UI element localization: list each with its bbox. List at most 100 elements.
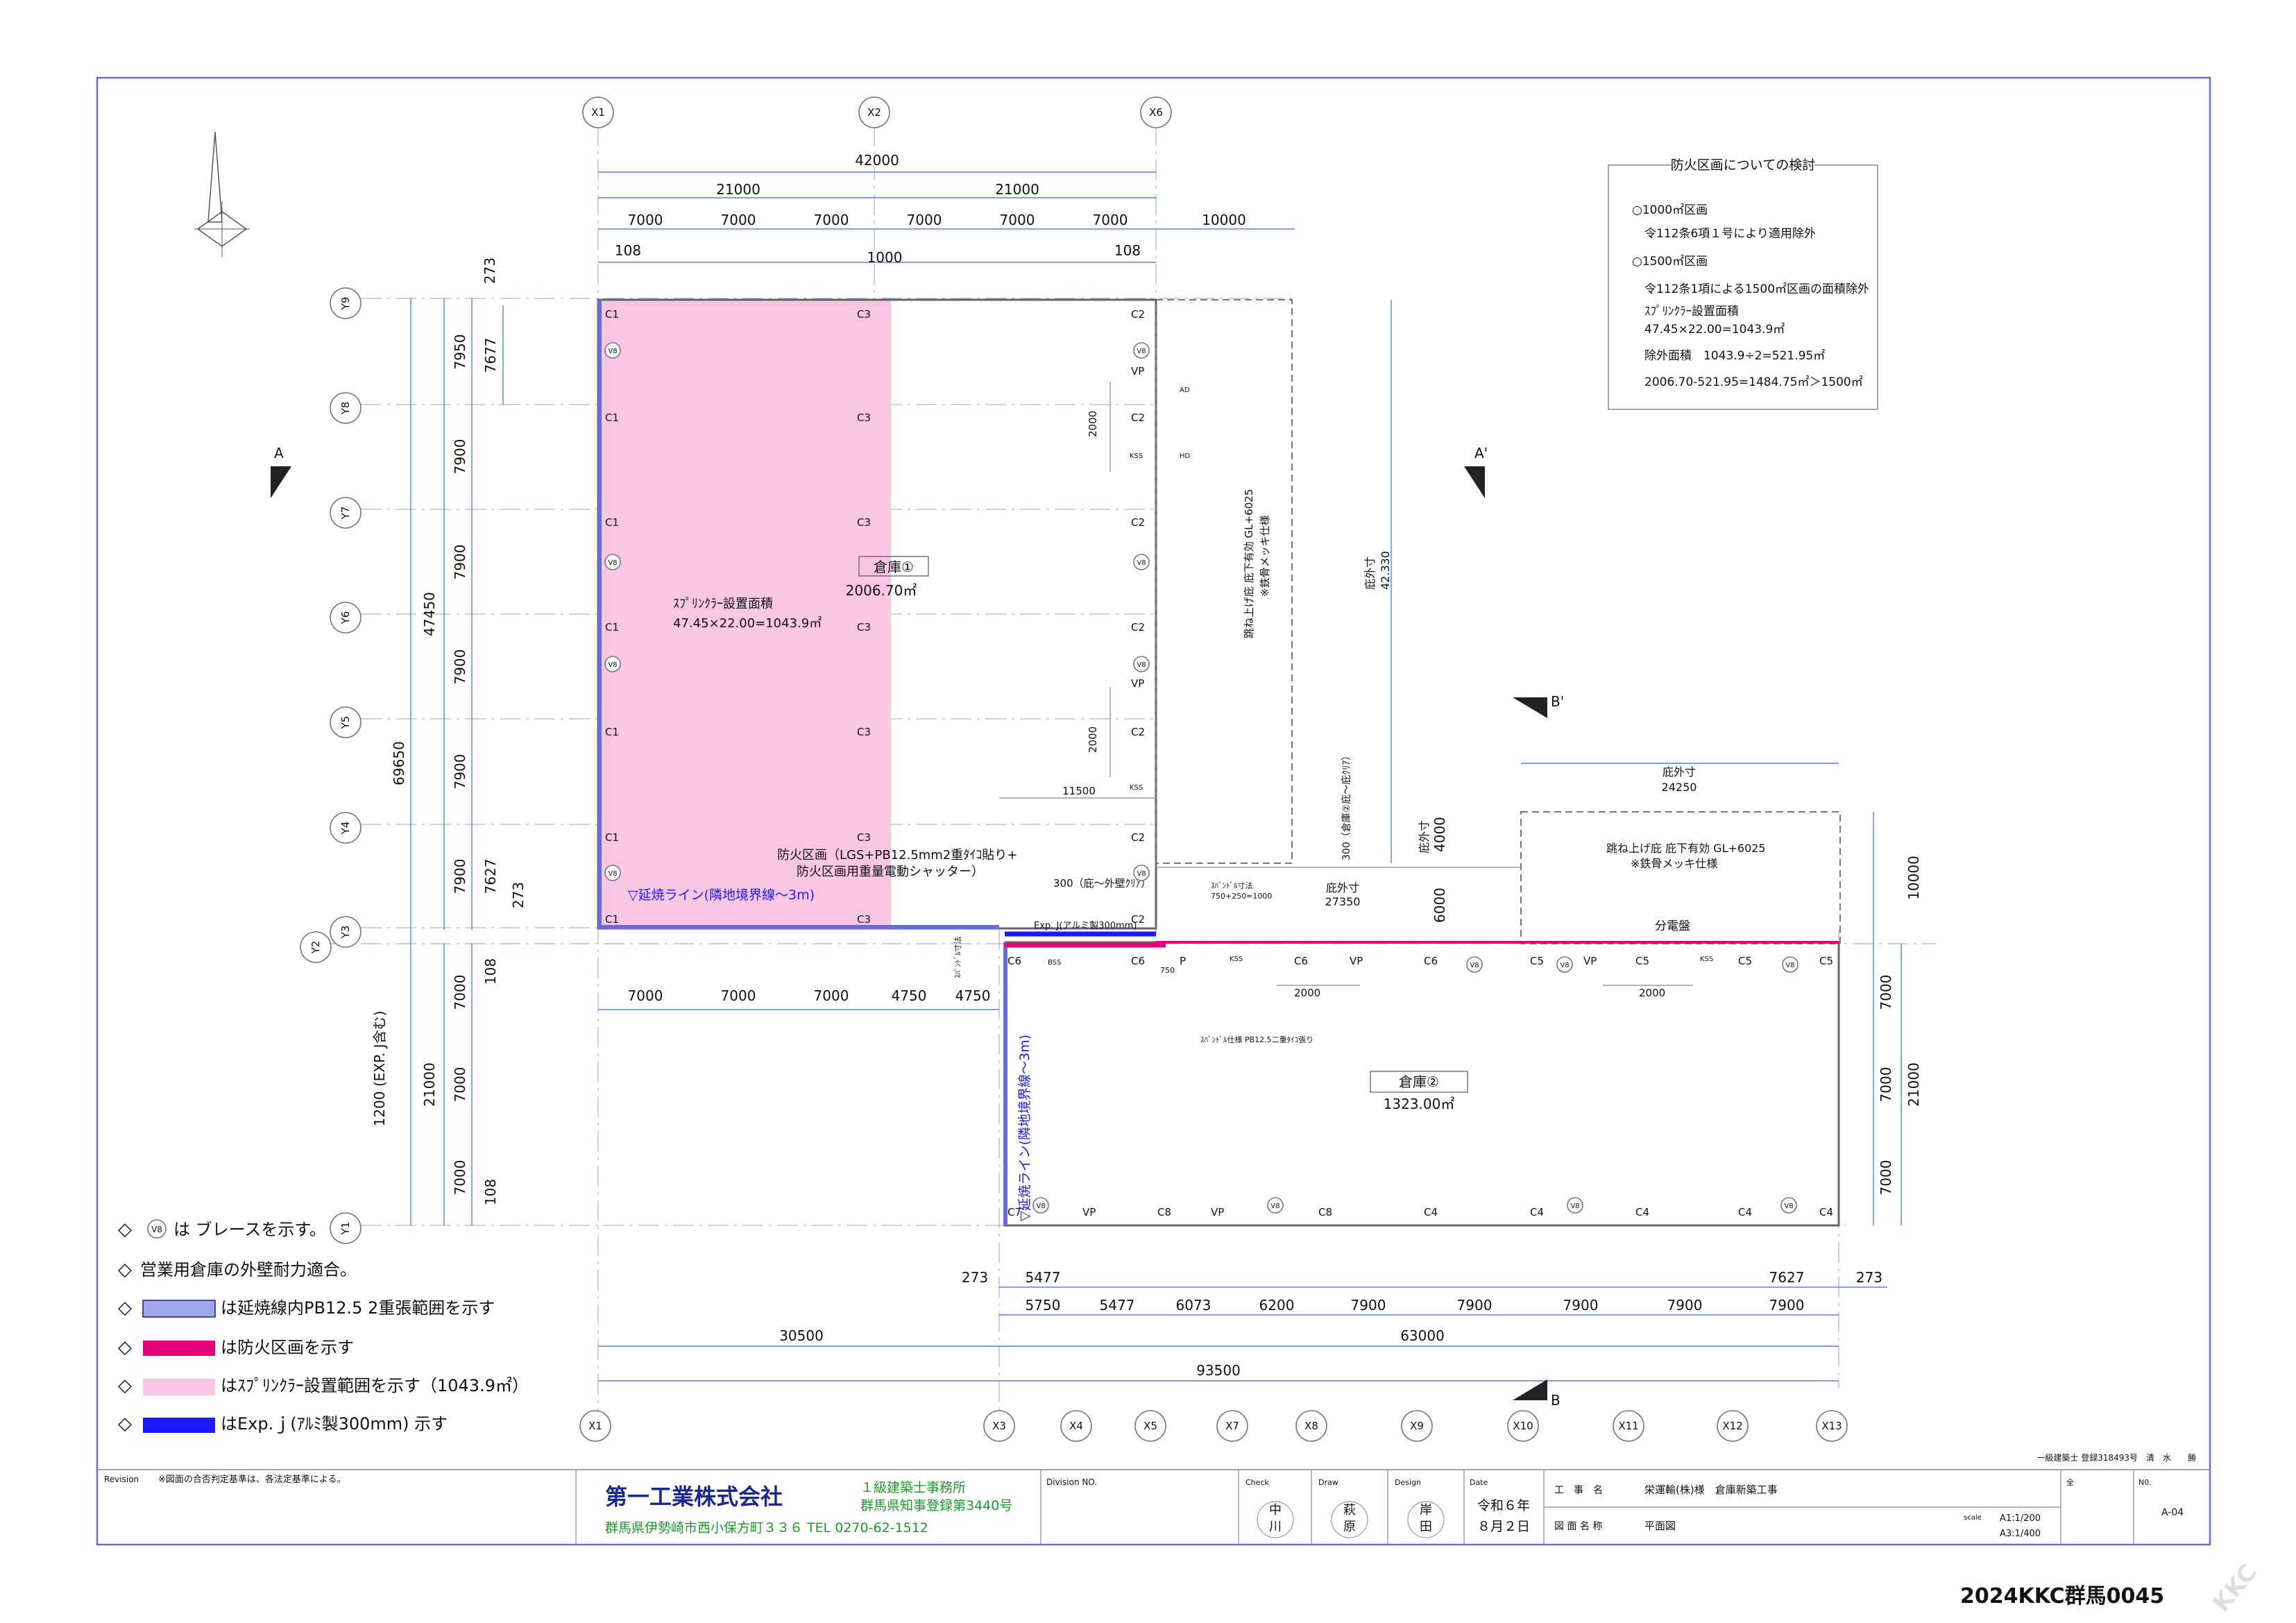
svg-text:KSS: KSS <box>1700 955 1713 963</box>
svg-text:Division NO.: Division NO. <box>1046 1477 1097 1487</box>
svg-text:47450: 47450 <box>421 592 438 636</box>
svg-text:7000: 7000 <box>907 212 942 228</box>
svg-text:C5: C5 <box>1819 955 1833 967</box>
dims-left: 69650 47450 7950 7900 7900 7900 7900 790… <box>371 334 527 1206</box>
svg-text:7627: 7627 <box>482 859 499 894</box>
svg-text:C6: C6 <box>1294 955 1308 967</box>
grid-label: X1 <box>591 106 605 119</box>
dims-top: 42000 21000 21000 7000 7000 7000 7000 70… <box>482 152 1246 284</box>
svg-text:273: 273 <box>482 257 498 284</box>
svg-text:A': A' <box>1474 445 1488 461</box>
svg-text:C5: C5 <box>1635 955 1649 967</box>
svg-text:7900: 7900 <box>452 754 468 790</box>
svg-text:7000: 7000 <box>452 1067 468 1103</box>
svg-text:C2: C2 <box>1131 308 1145 321</box>
svg-text:A3:1/400: A3:1/400 <box>2000 1529 2041 1539</box>
svg-text:原: 原 <box>1343 1520 1356 1534</box>
svg-text:7677: 7677 <box>482 338 499 373</box>
grid-label: Y8 <box>339 402 352 416</box>
svg-text:◇: ◇ <box>118 1375 132 1396</box>
registration-stamp: 2024KKC群馬0045 <box>1960 1584 2164 1608</box>
svg-text:VP: VP <box>1583 955 1597 967</box>
svg-text:2000: 2000 <box>1639 987 1665 999</box>
svg-text:300（庇～外壁ｸﾘｱ）: 300（庇～外壁ｸﾘｱ） <box>1053 877 1151 890</box>
svg-text:栄運輸(株)様 倉庫新築工事: 栄運輸(株)様 倉庫新築工事 <box>1644 1484 1778 1496</box>
svg-text:24250: 24250 <box>1662 781 1697 794</box>
dims-mid: 7000 7000 7000 4750 4750 <box>628 987 991 1004</box>
svg-text:C3: C3 <box>857 516 871 529</box>
svg-text:C3: C3 <box>857 621 871 634</box>
svg-text:P: P <box>1180 955 1186 967</box>
svg-text:営業用倉庫の外壁耐力適合。: 営業用倉庫の外壁耐力適合。 <box>140 1260 357 1280</box>
svg-text:7000: 7000 <box>814 212 849 228</box>
svg-text:は防火区画を示す: は防火区画を示す <box>221 1338 354 1357</box>
room-name: 倉庫② <box>1399 1073 1439 1090</box>
grid-bubble <box>1140 96 1172 128</box>
svg-text:5477: 5477 <box>1100 1297 1135 1314</box>
svg-text:4000: 4000 <box>1431 817 1448 852</box>
svg-text:7900: 7900 <box>452 649 468 685</box>
fire-box-title: 防火区画についての検討 <box>1671 158 1815 173</box>
svg-text:川: 川 <box>1269 1520 1282 1534</box>
grid-label: X2 <box>867 106 881 119</box>
sheet-border <box>96 76 2211 1546</box>
svg-text:Check: Check <box>1245 1478 1269 1487</box>
svg-text:VP: VP <box>1082 1206 1096 1218</box>
svg-text:4750: 4750 <box>955 987 991 1004</box>
svg-text:Revision: Revision <box>104 1475 139 1484</box>
room-area: 1323.00㎡ <box>1384 1096 1455 1112</box>
svg-text:◇: ◇ <box>118 1413 132 1434</box>
svg-text:7000: 7000 <box>721 987 756 1004</box>
svg-text:7000: 7000 <box>721 212 756 228</box>
svg-text:令112条6項１号により適用除外: 令112条6項１号により適用除外 <box>1644 227 1816 241</box>
svg-text:6000: 6000 <box>1431 887 1448 923</box>
svg-text:防火区画用重量電動シャッター）: 防火区画用重量電動シャッター） <box>797 865 984 879</box>
grid-label: Y9 <box>339 297 352 311</box>
svg-text:分電盤: 分電盤 <box>1655 919 1690 933</box>
svg-text:C2: C2 <box>1131 411 1145 424</box>
svg-text:◇: ◇ <box>118 1259 132 1280</box>
svg-text:C4: C4 <box>1424 1206 1438 1218</box>
svg-text:岸: 岸 <box>1420 1503 1432 1518</box>
grid-label: X1 <box>588 1420 602 1432</box>
svg-text:AD: AD <box>1180 386 1190 394</box>
svg-text:C1: C1 <box>605 308 619 321</box>
grid-label: X13 <box>1821 1420 1842 1432</box>
north-compass-icon <box>194 131 250 257</box>
room-area: 2006.70㎡ <box>846 582 917 599</box>
svg-text:7900: 7900 <box>1769 1297 1805 1314</box>
watermark: KKC <box>2207 1559 2263 1617</box>
svg-text:ｽﾌﾟﾘﾝｸﾗｰ設置面積: ｽﾌﾟﾘﾝｸﾗｰ設置面積 <box>1644 305 1739 318</box>
architect-registration: 一級建築士 登録318493号 清 水 勝 <box>2036 1452 2196 1463</box>
title-block: Revision ※図面の合否判定基準は、各法定基準による。 第一工業株式会社 … <box>97 1469 2210 1545</box>
svg-text:C3: C3 <box>857 411 871 424</box>
svg-text:C2: C2 <box>1131 516 1145 529</box>
svg-text:4750: 4750 <box>892 987 927 1004</box>
svg-text:7000: 7000 <box>452 975 468 1010</box>
svg-text:田: 田 <box>1420 1520 1432 1534</box>
svg-text:21000: 21000 <box>995 181 1039 198</box>
grid-label: X4 <box>1069 1420 1083 1432</box>
svg-text:V8: V8 <box>1470 962 1479 969</box>
svg-text:１級建築士事務所: １級建築士事務所 <box>860 1480 966 1495</box>
fire-compartment-box: 防火区画についての検討 ○1000㎡区画 令112条6項１号により適用除外 ○1… <box>1608 155 1878 410</box>
svg-text:群馬県知事登録第3440号: 群馬県知事登録第3440号 <box>860 1498 1012 1513</box>
svg-text:V8: V8 <box>1560 962 1569 969</box>
svg-text:V8: V8 <box>1036 1203 1045 1210</box>
svg-text:A1:1/200: A1:1/200 <box>2000 1513 2041 1524</box>
svg-text:300（倉庫②庇～庇ｸﾘｱ）: 300（倉庫②庇～庇ｸﾘｱ） <box>1341 751 1352 860</box>
grid-bubble <box>858 96 890 128</box>
svg-text:7000: 7000 <box>1093 212 1128 228</box>
svg-text:69650: 69650 <box>391 741 407 785</box>
svg-text:C4: C4 <box>1819 1206 1833 1218</box>
svg-text:2000: 2000 <box>1087 411 1099 437</box>
sprinkler-area <box>598 300 891 928</box>
svg-text:庇外寸: 庇外寸 <box>1418 820 1431 853</box>
svg-text:◇: ◇ <box>118 1337 132 1358</box>
svg-text:B: B <box>1551 1392 1561 1409</box>
grid-label: Y7 <box>339 507 352 520</box>
grid-bubbles-bottom: X1 X3 X4 X5 X7 X8 X9 X10 X11 X12 X13 <box>579 1410 1848 1442</box>
dimension-lines <box>410 171 1902 1382</box>
svg-text:7900: 7900 <box>452 439 468 475</box>
